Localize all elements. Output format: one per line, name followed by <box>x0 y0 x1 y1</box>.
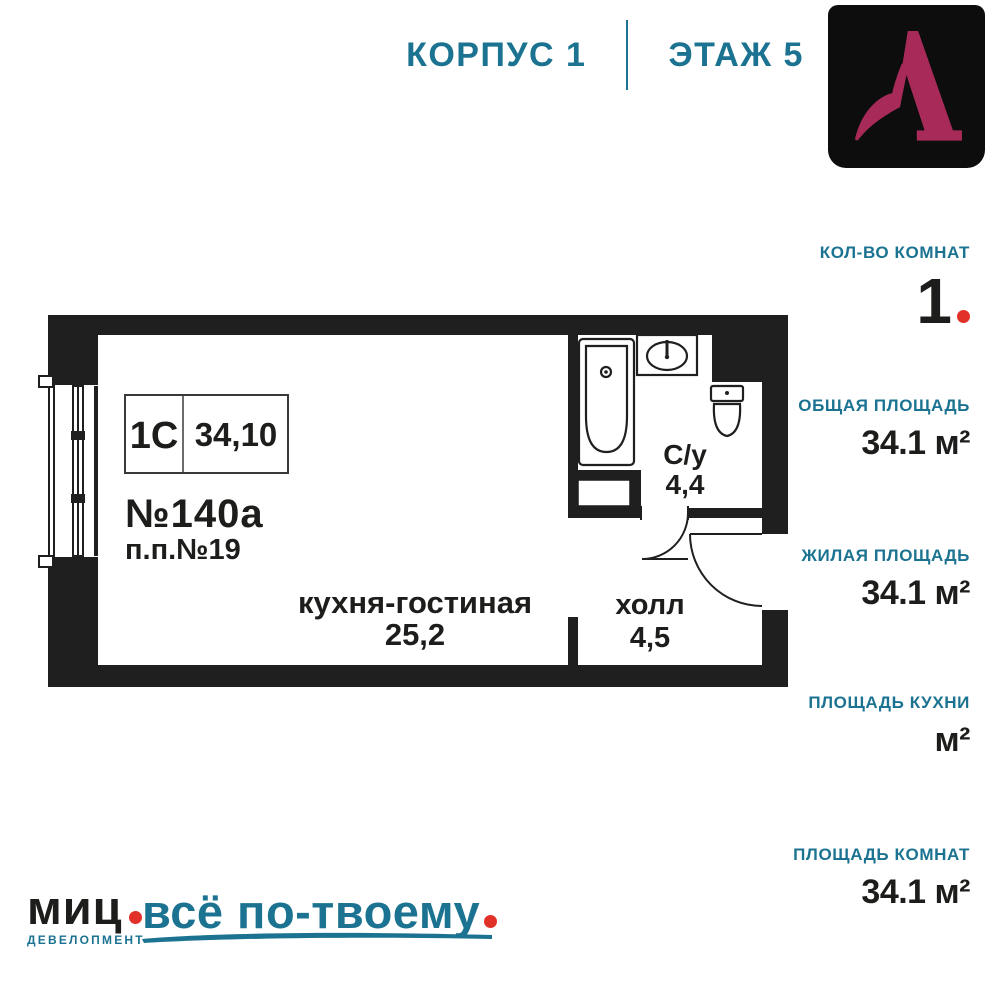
position-number: п.п.№19 <box>125 534 241 566</box>
sidebar-item-rooms-count: КОЛ-ВО КОМНАТ 1 <box>819 243 970 333</box>
brand-caption: ДЕВЕЛОПМЕНТ <box>27 933 145 947</box>
room-hall-label: холл <box>615 589 684 621</box>
header-divider <box>626 20 629 90</box>
plan-walls <box>48 315 788 687</box>
tagline-underline-icon <box>142 932 492 943</box>
apartment-number: №140а <box>125 492 264 536</box>
total-area-label: ОБЩАЯ ПЛОЩАДЬ <box>798 396 970 415</box>
kitchen-area-value: м² <box>934 721 971 759</box>
rooms-count-value: 1 <box>820 269 970 333</box>
brand-tagline: всё по-твоему <box>142 884 498 939</box>
duct-shaft <box>577 479 631 507</box>
room-bathroom-label: С/у <box>663 439 707 470</box>
room-kitchen-living-area: 25,2 <box>385 617 445 652</box>
living-area-label: ЖИЛАЯ ПЛОЩАДЬ <box>801 546 970 565</box>
letter-a-icon <box>854 31 962 141</box>
sidebar-item-living-area: ЖИЛАЯ ПЛОЩАДЬ 34.1 м² <box>801 546 971 613</box>
flat-type-code: 1С <box>130 415 179 457</box>
header: КОРПУС 1 ЭТАЖ 5 <box>310 18 900 92</box>
header-building: КОРПУС 1 <box>406 35 587 74</box>
red-dot-icon <box>484 915 498 928</box>
total-area-value: 34.1 м² <box>861 424 970 462</box>
sidebar-item-total-area: ОБЩАЯ ПЛОЩАДЬ 34.1 м² <box>798 396 970 463</box>
header-floor: ЭТАЖ 5 <box>668 35 804 74</box>
window-icon <box>38 375 98 568</box>
apartment-card: 1С 34,10 <box>124 394 289 474</box>
bathroom-door-icon <box>640 506 689 560</box>
entrance-door-icon <box>689 532 788 612</box>
sink-icon <box>635 333 699 377</box>
rooms-count-label: КОЛ-ВО КОМНАТ <box>819 243 970 262</box>
room-hall-area: 4,5 <box>630 622 670 654</box>
complex-logo[interactable] <box>828 5 985 168</box>
rooms-area-label: ПЛОЩАДЬ КОМНАТ <box>793 845 970 864</box>
living-area-value: 34.1 м² <box>861 574 970 612</box>
room-kitchen-living-label: кухня-гостиная <box>298 585 532 620</box>
kitchen-area-label: ПЛОЩАДЬ КУХНИ <box>808 693 970 712</box>
red-dot-icon <box>957 310 970 323</box>
developer-brand[interactable]: миц ДЕВЕЛОПМЕНТ <box>27 881 145 947</box>
room-bathroom-area: 4,4 <box>666 469 705 500</box>
bathtub-icon <box>577 337 636 467</box>
rooms-area-value: 34.1 м² <box>861 873 970 911</box>
brand-name: миц <box>27 881 123 934</box>
red-dot-icon <box>128 911 142 924</box>
toilet-icon <box>709 384 745 438</box>
floor-plan: 1С 34,10 №140а п.п.№19 кухня-гостиная 25… <box>38 315 788 687</box>
flat-total-area: 34,10 <box>195 416 278 453</box>
sidebar-item-kitchen-area: ПЛОЩАДЬ КУХНИ м² <box>808 693 970 760</box>
sidebar-item-rooms-area: ПЛОЩАДЬ КОМНАТ 34.1 м² <box>793 845 970 912</box>
